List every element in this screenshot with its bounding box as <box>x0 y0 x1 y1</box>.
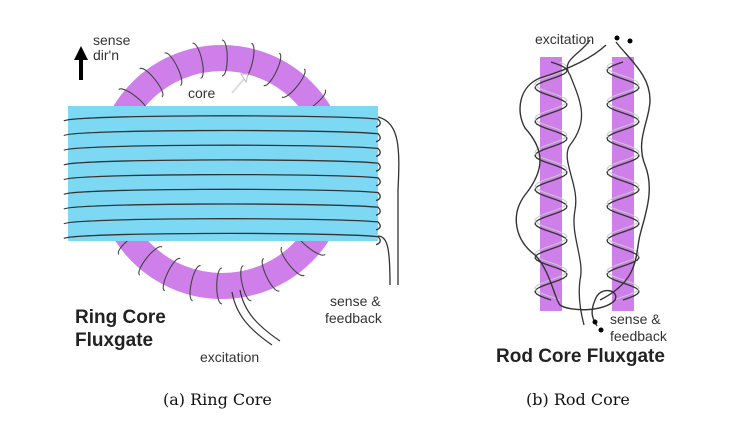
sense-coil-windings <box>63 115 381 246</box>
sense-direction-label: sense <box>93 32 131 48</box>
winding-turn <box>281 68 306 98</box>
sense-feedback-label: feedback <box>325 310 383 326</box>
sense-coil-block <box>68 106 378 241</box>
winding-turn <box>280 246 305 276</box>
rod-excitation-label: excitation <box>535 31 594 47</box>
core-pointer-arrow <box>231 78 245 94</box>
sense-direction-label: dir'n <box>93 47 119 63</box>
winding-turn <box>63 173 381 187</box>
winding-turn <box>606 61 640 301</box>
rod-sense-coil <box>515 44 617 327</box>
excitation-lead <box>231 291 273 346</box>
terminal-dot <box>627 38 633 44</box>
ring-core-panel: sense dir'n core sense & feedback Ring C… <box>63 32 400 409</box>
terminal-dot <box>598 327 604 333</box>
excitation-lead <box>239 289 281 342</box>
winding-turn <box>534 61 568 301</box>
winding-turn <box>63 218 381 231</box>
winding-turn <box>63 232 381 246</box>
winding-turn <box>63 188 381 202</box>
terminal-dot <box>592 319 598 325</box>
core-pointer-arrow-head <box>240 73 249 84</box>
winding-turn <box>240 265 252 302</box>
rod-sense-feedback-label: feedback <box>610 328 668 344</box>
excitation-label: excitation <box>200 349 259 365</box>
winding-turn <box>63 159 381 172</box>
ring-core-title: Ring Core <box>75 307 166 328</box>
winding-turn <box>164 52 183 86</box>
core-label: core <box>188 85 215 101</box>
rod-sense-feedback-label: sense & <box>610 311 661 327</box>
rod-sense-coil <box>566 39 591 326</box>
winding-turn <box>189 265 201 302</box>
winding-turn <box>63 144 381 158</box>
winding-turn <box>162 257 181 292</box>
winding-turn <box>216 267 223 305</box>
ring-core-title: Fluxgate <box>75 330 153 351</box>
winding-turn <box>606 61 640 301</box>
winding-turn <box>221 39 228 77</box>
arrow-up-icon <box>74 46 88 80</box>
winding-turn <box>534 61 568 301</box>
sense-feedback-label: sense & <box>330 293 381 309</box>
sense-feedback-lead <box>377 116 400 285</box>
winding-turn <box>63 203 381 216</box>
caption-a: (a) Ring Core <box>163 390 272 409</box>
terminal-dot <box>614 35 620 41</box>
winding-turn <box>261 258 280 292</box>
winding-turn <box>139 68 164 98</box>
rod-core-panel: excitation sense & feedback Rod Core Flu… <box>496 31 668 409</box>
rod-sense-coil <box>599 41 651 301</box>
winding-turn <box>263 52 282 87</box>
rod-excitation-windings <box>534 61 640 301</box>
winding-turn <box>63 129 381 143</box>
winding-turn <box>63 115 381 128</box>
rod-core-title: Rod Core Fluxgate <box>496 346 665 367</box>
winding-turn <box>138 246 163 276</box>
winding-turn <box>192 42 204 79</box>
caption-b: (b) Rod Core <box>526 390 630 409</box>
sense-feedback-lead <box>377 235 391 286</box>
